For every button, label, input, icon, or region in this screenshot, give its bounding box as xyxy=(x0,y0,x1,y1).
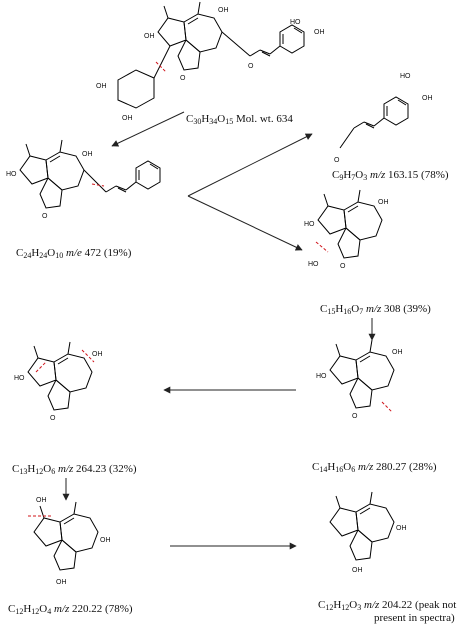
oh-label: OH xyxy=(92,351,103,358)
arrow-parent-to-c24 xyxy=(111,111,185,147)
formula-c12-220: C12H12O4 m/z 220.22 (78%) xyxy=(8,603,133,616)
oh-label: OH xyxy=(96,83,107,90)
structure-c12-204: OH OH xyxy=(329,491,407,574)
formula-c12-204-line2: present in spectra) xyxy=(374,612,455,624)
formula-c15: C15H16O7 m/z 308 (39%) xyxy=(320,303,431,316)
ho-label: HO xyxy=(308,261,319,268)
oh-label: OH xyxy=(378,199,389,206)
structure-c14: OH HO O xyxy=(316,339,403,420)
oh-label: OH xyxy=(422,95,433,102)
formula-c24: C24H24O10 m/e 472 (19%) xyxy=(16,247,132,260)
o-label: O xyxy=(248,63,254,70)
oh-label: OH xyxy=(396,525,407,532)
o-label: O xyxy=(42,213,48,220)
o-label: O xyxy=(50,415,56,422)
structure-c15: OH HO O HO xyxy=(304,189,389,270)
oh-label: OH xyxy=(56,579,67,586)
formula-parent: C30H34O15 Mol. wt. 634 xyxy=(186,113,293,126)
oh-label: OH xyxy=(144,33,155,40)
oh-label: OH xyxy=(36,497,47,504)
o-label: O xyxy=(352,413,358,420)
o-label: O xyxy=(334,157,340,164)
structure-c9: O HO OH xyxy=(334,73,433,164)
arrow-c24-to-c15 xyxy=(187,195,303,251)
oh-label: OH xyxy=(314,29,325,36)
ho-label: HO xyxy=(14,375,25,382)
oh-label: OH xyxy=(100,537,111,544)
structure-c24: OH HO O xyxy=(6,139,161,220)
ho-label: HO xyxy=(304,221,315,228)
formula-c12-204: C12H12O3 m/z 204.22 (peak not xyxy=(318,599,456,612)
ho-label: HO xyxy=(400,73,411,80)
formula-c13: C13H12O6 m/z 264.23 (32%) xyxy=(12,463,137,476)
structure-c13: OH HO O xyxy=(14,341,103,422)
ho-label: HO xyxy=(6,171,17,178)
oh-label: OH xyxy=(392,349,403,356)
o-label: O xyxy=(340,263,346,270)
oh-label: OH xyxy=(218,7,229,14)
formula-c9: C9H7O3 m/z 163.15 (78%) xyxy=(332,169,449,182)
formula-c14: C14H16O6 m/z 280.27 (28%) xyxy=(312,461,437,474)
oh-label: OH xyxy=(122,115,133,122)
oh-label: OH xyxy=(352,567,363,574)
structure-parent: OH OH HO OH O O OH OH xyxy=(96,1,325,122)
oh-label: OH xyxy=(82,151,93,158)
ho-label: HO xyxy=(316,373,327,380)
arrow-c24-to-c9 xyxy=(187,133,313,197)
structure-c12-220: OH OH OH xyxy=(28,497,111,586)
ho-label: HO xyxy=(290,19,301,26)
o-label: O xyxy=(180,75,186,82)
